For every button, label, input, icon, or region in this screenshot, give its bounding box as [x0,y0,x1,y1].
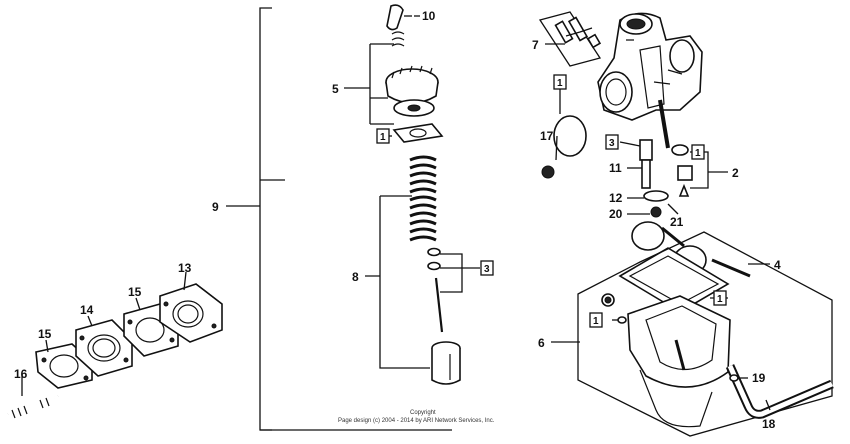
box-ref-1-drain: 1 [589,312,603,328]
callout-11: 11 [609,161,622,175]
callout-7: 7 [532,38,539,52]
insulator [75,319,133,377]
svg-text:1: 1 [695,148,701,159]
screw-set [538,11,602,67]
callout-18: 18 [762,417,776,431]
throttle-slide-assembly [344,4,480,385]
box-ref-3-jet: 3 [605,134,619,150]
callout-9: 9 [212,200,219,214]
carburetor-body-group [21,11,834,437]
callout-13: 13 [178,261,192,275]
svg-text:3: 3 [609,138,615,149]
box-ref-1-gasket: 1 [713,290,727,306]
callout-6: 6 [538,336,545,350]
callout-15-front: 15 [38,327,52,341]
callout-labels: 10 5 9 8 7 17 11 12 20 21 2 4 6 19 18 13… [14,9,781,431]
callout-14: 14 [80,303,94,317]
throttle-spring [409,155,437,242]
carburetor-insulator-block [159,283,223,343]
callout-2: 2 [732,166,739,180]
box-ref-1-jet: 1 [691,144,705,160]
callout-21: 21 [670,215,684,229]
callout-10: 10 [422,9,436,23]
callout-4: 4 [774,258,781,272]
callout-20: 20 [609,207,623,221]
svg-text:1: 1 [557,78,563,89]
box-ref-3-clips: 3 [480,260,494,276]
carburetor-body [597,12,703,149]
svg-text:1: 1 [380,132,386,143]
callout-17: 17 [540,129,554,143]
callout-5: 5 [332,82,339,96]
svg-text:1: 1 [717,294,723,305]
svg-text:3: 3 [484,264,490,275]
stud-bolt [7,395,59,419]
callout-12: 12 [609,191,623,205]
bracket-9 [226,7,452,431]
callout-16: 16 [14,367,28,381]
throttle-slide [431,341,461,385]
box-ref-1-slide: 1 [376,128,390,144]
box-ref-1-oring: 1 [553,74,567,90]
copyright-line2: Page design (c) 2004 - 2014 by ARI Netwo… [338,418,495,424]
float-bowl [627,295,731,388]
boxed-references: 1 3 1 3 1 1 1 [376,74,727,328]
intake-parts-group [7,283,223,419]
svg-text:1: 1 [593,316,599,327]
callout-8: 8 [352,270,359,284]
copyright-line1: Copyright [410,410,436,416]
callout-15-rear: 15 [128,285,142,299]
callout-19: 19 [752,371,766,385]
copyright-notice: Copyright Page design (c) 2004 - 2014 by… [338,410,495,424]
